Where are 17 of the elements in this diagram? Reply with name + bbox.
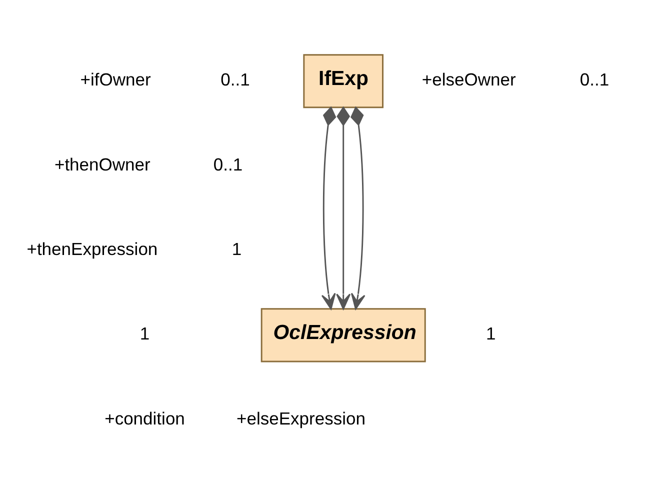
- label: +elseExpression: [236, 408, 366, 428]
- label: 0..1: [213, 154, 243, 174]
- label: +thenExpression: [26, 239, 158, 260]
- label: 0..1: [580, 70, 610, 90]
- label: 1: [232, 239, 242, 260]
- label: 1: [486, 324, 496, 344]
- label: +thenOwner: [54, 154, 150, 174]
- node-box: IfExp: [303, 54, 384, 108]
- arrow: [336, 106, 351, 310]
- label: +elseOwner: [422, 70, 516, 90]
- arrow: [321, 106, 336, 310]
- label: 0..1: [220, 70, 250, 90]
- arrow: [350, 106, 366, 310]
- node-box: OclExpression: [260, 308, 426, 362]
- label: +ifOwner: [80, 70, 151, 90]
- label: 1: [140, 324, 150, 344]
- label: +condition: [104, 408, 185, 428]
